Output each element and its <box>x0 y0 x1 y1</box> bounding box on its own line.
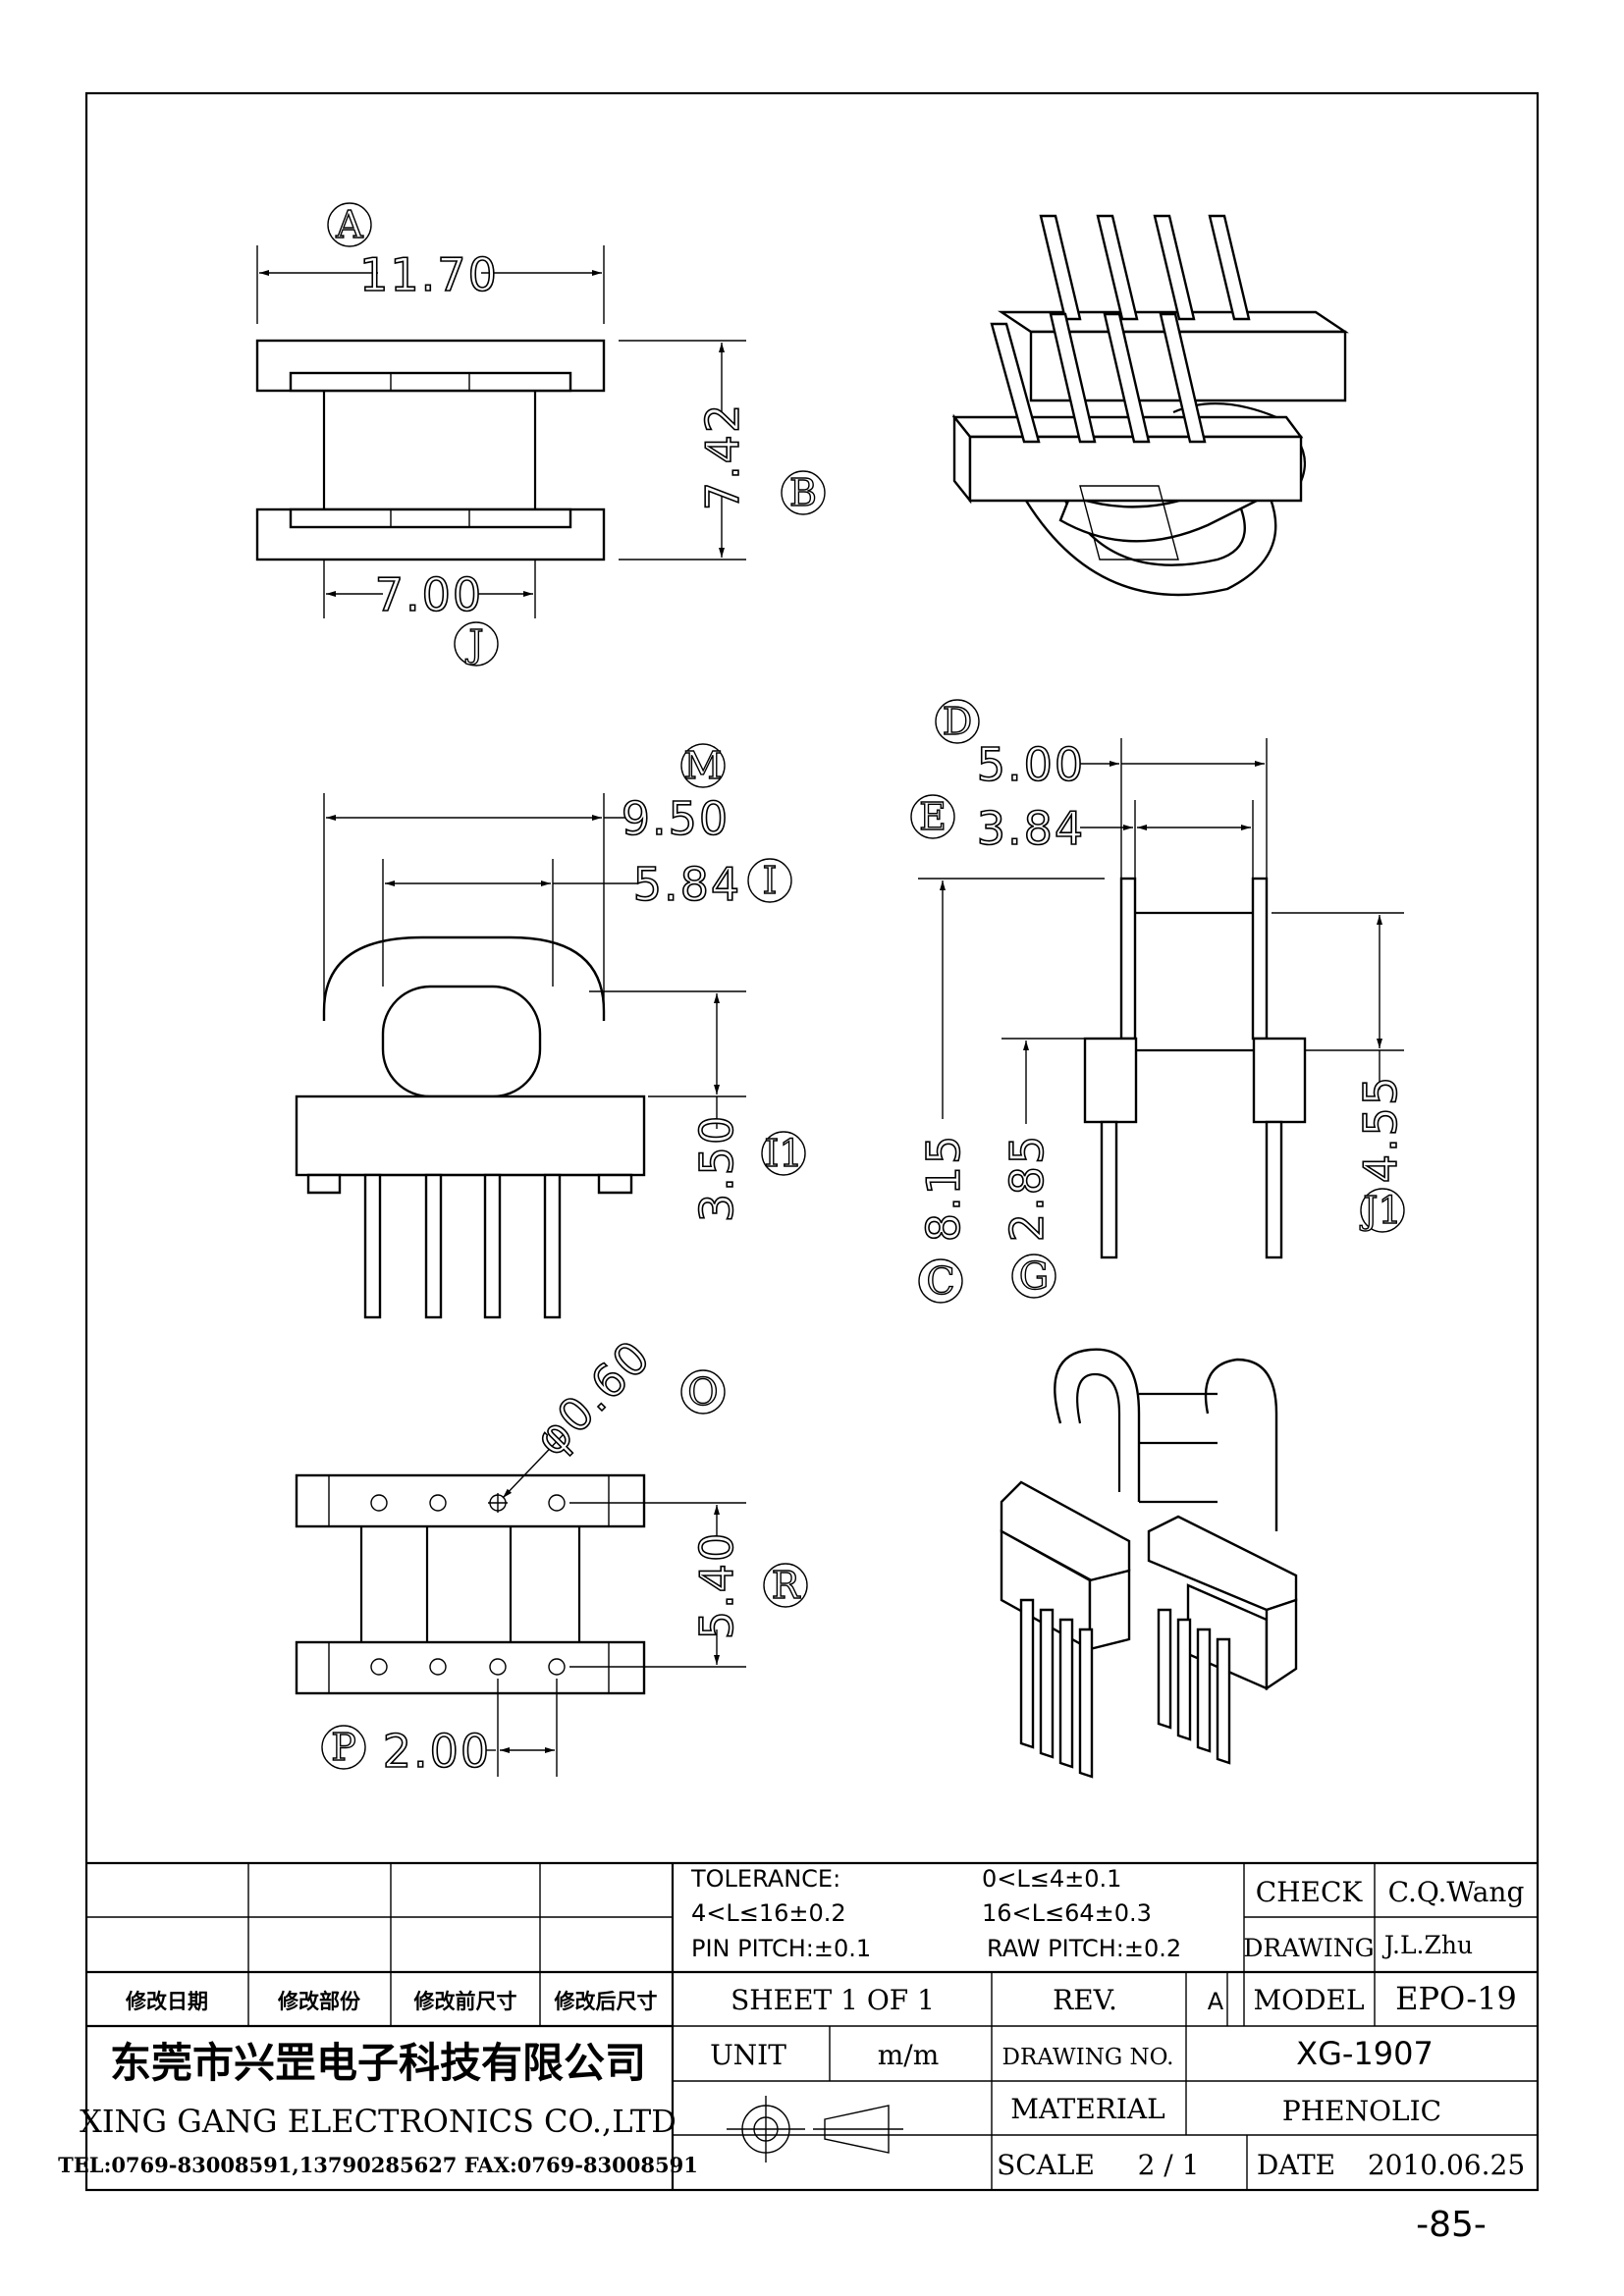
label-j1: J1 <box>1359 1189 1401 1232</box>
drawing-value: J.L.Zhu <box>1381 1931 1473 1959</box>
page-number: -85- <box>1416 2205 1487 2245</box>
rev-col-after: 修改后尺寸 <box>554 1990 658 2013</box>
dim-outer-side-text: 5.00 <box>977 738 1085 791</box>
unit-value: m/m <box>878 2039 940 2071</box>
top-view: 11.70 A 7.42 B 7.00 J <box>255 202 826 667</box>
dim-total-text: 8.15 <box>917 1134 970 1242</box>
company-name-en: XING GANG ELECTRONICS CO.,LTD <box>80 2103 677 2140</box>
drawing-no-value: XG-1907 <box>1296 2035 1434 2072</box>
label-c: C <box>926 1259 954 1303</box>
material-value: PHENOLIC <box>1282 2095 1441 2127</box>
rev-label: REV. <box>1053 1984 1117 2016</box>
model-label: MODEL <box>1253 1984 1364 2016</box>
side-view: 5.00 D 3.84 E 8.15 C 2.85 G 4.55 J1 <box>910 699 1408 1304</box>
dim-height-text: 7.42 <box>696 402 749 510</box>
drawing-no-label: DRAWING NO. <box>1002 2045 1174 2070</box>
label-p: P <box>331 1726 356 1769</box>
label-a: A <box>335 203 363 246</box>
rev-col-before: 修改前尺寸 <box>413 1990 517 2013</box>
label-i: I <box>762 859 777 902</box>
dim-base-text: 2.85 <box>1001 1134 1054 1242</box>
sheet-border <box>84 91 1540 2192</box>
dim-outer-text: 9.50 <box>622 792 730 845</box>
date-value: 2010.06.25 <box>1368 2149 1525 2181</box>
dim-height-front-text: 3.50 <box>690 1114 743 1222</box>
rev-value: A <box>1208 1988 1224 2015</box>
model-value: EPO-19 <box>1395 1980 1517 2017</box>
bottom-view: φ0.60 O 5.40 R 2.00 P <box>295 1328 808 1779</box>
tolerance-1: 0<L≤4±0.1 <box>982 1865 1121 1893</box>
tolerance-label: TOLERANCE: <box>690 1865 840 1893</box>
check-label: CHECK <box>1256 1876 1364 1908</box>
dim-inner-front-text: 5.84 <box>633 858 741 911</box>
dim-hole-text: φ0.60 <box>524 1329 661 1466</box>
unit-label: UNIT <box>710 2039 786 2071</box>
iso-view-top <box>951 214 1349 597</box>
company-tel: TEL:0769-83008591,13790285627 FAX:0769-8… <box>58 2153 698 2177</box>
pin-pitch: PIN PITCH:±0.1 <box>691 1935 871 1962</box>
material-label: MATERIAL <box>1010 2093 1164 2125</box>
sheet-text: SHEET 1 OF 1 <box>731 1984 935 2016</box>
label-o: O <box>687 1370 718 1414</box>
title-block: TOLERANCE: 0<L≤4±0.1 4<L≤16±0.2 16<L≤64±… <box>58 1861 1538 2190</box>
label-j: J <box>464 622 483 666</box>
check-value: C.Q.Wang <box>1388 1876 1525 1908</box>
tolerance-2: 4<L≤16±0.2 <box>691 1899 846 1927</box>
rev-col-date: 修改日期 <box>125 1990 208 2013</box>
label-b: B <box>789 471 817 514</box>
label-g: G <box>1019 1255 1049 1298</box>
dim-inner-text: 7.00 <box>375 568 483 621</box>
label-r: R <box>772 1564 801 1607</box>
front-view: 9.50 M 5.84 I 3.50 I1 <box>295 743 806 1319</box>
rev-col-part: 修改部份 <box>277 1990 361 2013</box>
tolerance-3: 16<L≤64±0.3 <box>982 1899 1152 1927</box>
raw-pitch: RAW PITCH:±0.2 <box>987 1935 1181 1962</box>
label-e: E <box>919 795 947 838</box>
scale-value: 2 / 1 <box>1138 2149 1200 2181</box>
drawing-label: DRAWING <box>1243 1934 1374 1962</box>
dim-pitch-text: 2.00 <box>383 1725 491 1778</box>
date-label: DATE <box>1257 2149 1335 2181</box>
label-d: D <box>943 700 972 743</box>
label-i1: I1 <box>764 1132 802 1175</box>
iso-view-bottom <box>1000 1348 1298 1779</box>
label-m: M <box>684 744 723 787</box>
scale-label: SCALE <box>997 2149 1095 2181</box>
dim-row-text: 5.40 <box>690 1531 743 1639</box>
dim-width-text: 11.70 <box>359 248 499 301</box>
dim-top-text: 4.55 <box>1354 1075 1407 1183</box>
dim-inner-side-text: 3.84 <box>977 802 1085 855</box>
projection-symbol-icon <box>727 2096 903 2163</box>
company-name-cn: 东莞市兴罡电子科技有限公司 <box>110 2039 646 2087</box>
